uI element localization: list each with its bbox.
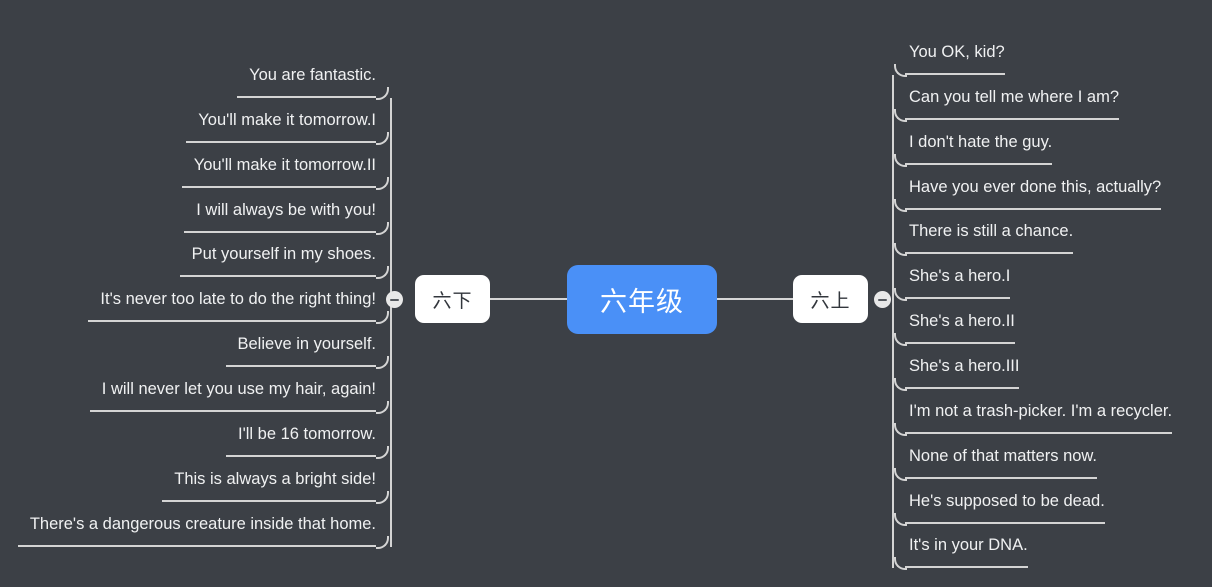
mindmap-branch-spine — [390, 98, 392, 547]
mindmap-item-elbow — [894, 333, 907, 347]
mindmap-item-elbow — [376, 221, 389, 235]
mindmap-item-elbow — [376, 535, 389, 549]
mindmap-item[interactable]: She's a hero.III — [909, 356, 1020, 375]
mindmap-item[interactable]: You'll make it tomorrow.I — [198, 110, 376, 129]
mindmap-item[interactable]: None of that matters now. — [909, 446, 1098, 465]
connector-center-to-right-branch — [716, 298, 795, 300]
mindmap-item-elbow — [894, 467, 907, 481]
mindmap-item-underline — [905, 521, 1105, 524]
mindmap-item[interactable]: There is still a chance. — [909, 222, 1074, 241]
mindmap-item-elbow — [376, 400, 389, 414]
mindmap-item-elbow — [894, 512, 907, 526]
mindmap-item[interactable]: I don't hate the guy. — [909, 132, 1053, 151]
mindmap-item[interactable]: Believe in yourself. — [237, 335, 377, 354]
mindmap-item-elbow — [376, 176, 389, 190]
mindmap-item[interactable]: He's supposed to be dead. — [909, 491, 1105, 510]
mindmap-item-elbow — [894, 377, 907, 391]
mindmap-item-underline — [225, 365, 376, 368]
branch-node-left-label: 六下 — [432, 290, 473, 312]
mindmap-item-underline — [89, 409, 376, 412]
mindmap-item-underline — [181, 185, 376, 188]
mindmap-item-elbow — [894, 108, 907, 122]
mindmap-item-elbow — [376, 131, 389, 145]
mindmap-item-elbow — [376, 490, 389, 504]
mindmap-item-elbow — [376, 87, 389, 100]
mindmap-item-elbow — [376, 266, 389, 280]
root-node-label: 六年级 — [600, 287, 684, 317]
branch-node-left[interactable]: 六下 — [415, 275, 490, 323]
branch-node-right[interactable]: 六上 — [793, 275, 868, 323]
mindmap-item-underline — [17, 544, 376, 547]
mindmap-item[interactable]: It's in your DNA. — [909, 536, 1028, 555]
mindmap-item-elbow — [894, 288, 907, 302]
mindmap-item[interactable]: I will never let you use my hair, again! — [101, 379, 376, 398]
mindmap-item[interactable]: I will always be with you! — [196, 200, 376, 219]
mindmap-item[interactable]: Can you tell me where I am? — [909, 87, 1120, 106]
mindmap-item-elbow — [894, 422, 907, 436]
mindmap-item[interactable]: You'll make it tomorrow.II — [193, 155, 376, 174]
mindmap-item-elbow — [894, 243, 907, 257]
mindmap-item-elbow — [376, 356, 389, 370]
mindmap-item-underline — [905, 73, 1005, 75]
mindmap-item-underline — [88, 320, 376, 323]
mindmap-item-underline — [237, 96, 376, 98]
mindmap-item-underline — [179, 275, 376, 278]
mindmap-item-underline — [905, 476, 1098, 479]
collapse-handle-left-branch[interactable] — [386, 291, 403, 308]
mindmap-item[interactable]: Have you ever done this, actually? — [909, 177, 1162, 196]
branch-node-right-label: 六上 — [810, 290, 851, 312]
right-branch-items: You OK, kid? Can you tell me where I am? I… — [885, 0, 1212, 587]
mindmap-item-elbow — [894, 64, 907, 77]
mindmap-item[interactable]: I'm not a trash-picker. I'm a recycler. — [909, 401, 1173, 420]
mindmap-item[interactable]: You are fantastic. — [249, 66, 376, 84]
mindmap-item-underline — [905, 297, 1011, 300]
mindmap-item-underline — [905, 162, 1053, 165]
mindmap-item-underline — [905, 207, 1162, 210]
mindmap-item-elbow — [894, 153, 907, 167]
mindmap-item-elbow — [376, 445, 389, 459]
mindmap-item[interactable]: I'll be 16 tomorrow. — [238, 424, 376, 443]
mindmap-item-underline — [905, 342, 1015, 345]
mindmap-item-elbow — [894, 557, 907, 571]
mindmap-item[interactable]: She's a hero.II — [909, 312, 1015, 331]
mindmap-item-underline — [905, 566, 1028, 569]
root-node[interactable]: 六年级 — [567, 265, 717, 334]
mindmap-item[interactable]: There's a dangerous creature inside that… — [29, 514, 376, 533]
mindmap-item-underline — [226, 454, 376, 457]
connector-center-to-left-branch — [489, 298, 569, 300]
mindmap-item[interactable]: It's never too late to do the right thin… — [100, 290, 376, 309]
mindmap-item[interactable]: Put yourself in my shoes. — [191, 245, 376, 264]
mindmap-item-underline — [905, 431, 1173, 434]
mindmap-item-underline — [162, 499, 376, 502]
mindmap-item-underline — [186, 140, 376, 143]
mindmap-item-underline — [905, 252, 1074, 255]
mindmap-item-underline — [905, 117, 1120, 120]
mindmap-item-underline — [184, 230, 376, 233]
mindmap-branch-spine — [892, 75, 894, 569]
mindmap-item[interactable]: You OK, kid? — [909, 43, 1005, 61]
mindmap-item-underline — [905, 386, 1020, 389]
mindmap-item[interactable]: This is always a bright side! — [174, 469, 376, 488]
mindmap-item[interactable]: She's a hero.I — [909, 267, 1011, 286]
left-branch-items: You are fantastic. You'll make it tomorro… — [0, 0, 400, 587]
collapse-handle-right-branch[interactable] — [874, 291, 891, 308]
mindmap-item-elbow — [376, 311, 389, 325]
mindmap-item-elbow — [894, 198, 907, 212]
